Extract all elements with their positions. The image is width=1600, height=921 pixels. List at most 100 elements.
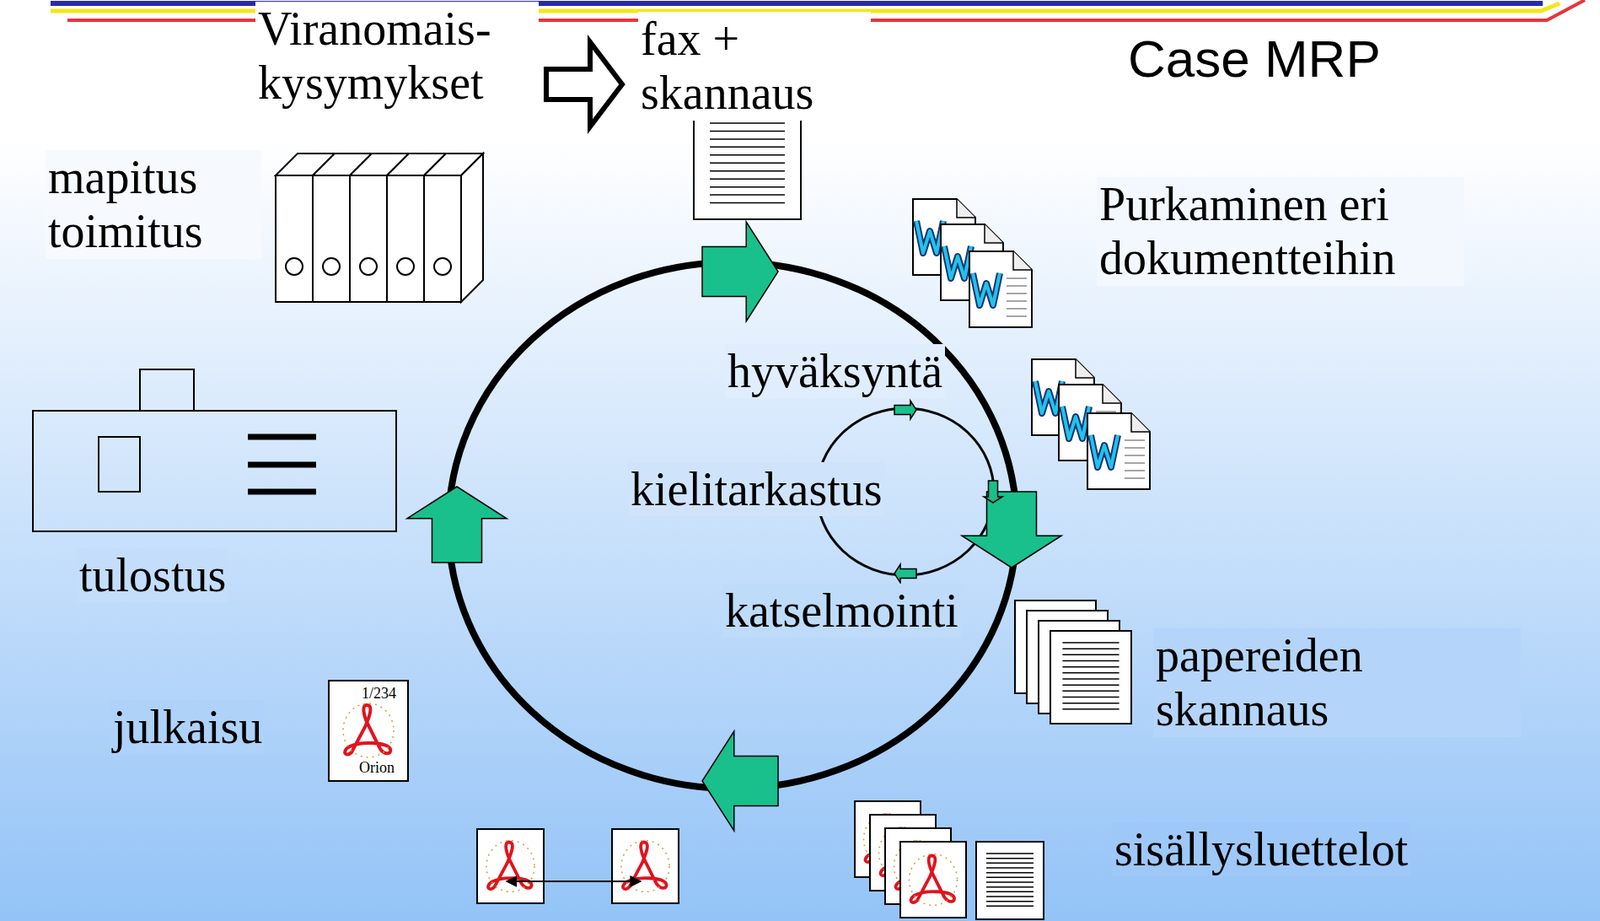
illustration-part — [1006, 307, 1027, 310]
step-label: mapitus toimitus — [45, 150, 262, 259]
illustration-part — [1062, 683, 1119, 686]
illustration-part — [1124, 446, 1145, 449]
illustration-part — [1062, 647, 1119, 650]
illustration-part — [1062, 677, 1119, 680]
illustration-part — [1062, 406, 1090, 439]
scanned-paper — [1050, 630, 1132, 724]
illustration-part — [312, 175, 350, 302]
illustration-part — [986, 885, 1034, 888]
illustration-part — [359, 257, 377, 275]
illustration-part — [1062, 690, 1119, 693]
illustration-part — [247, 434, 317, 441]
pdf-icon — [612, 828, 679, 903]
illustration-part — [709, 154, 785, 156]
flow-arrow — [407, 486, 507, 563]
illustration-part — [1062, 406, 1090, 439]
illustration-part — [986, 900, 1034, 903]
illustration-part — [709, 130, 785, 133]
illustration-part — [976, 841, 1044, 919]
illustration-part — [986, 862, 1034, 865]
illustration-part — [693, 111, 801, 220]
illustration-part — [328, 680, 409, 781]
illustration-part — [1062, 641, 1119, 644]
illustration-part — [247, 488, 317, 495]
illustration-part — [1062, 702, 1119, 704]
illustration-part — [709, 202, 785, 205]
small-flow-arrow — [894, 400, 917, 419]
pdf-icon — [477, 828, 544, 903]
flow-arrow — [702, 221, 779, 322]
illustration-part — [709, 193, 785, 196]
illustration-part — [1095, 410, 1117, 413]
step-label: fax + skannaus — [638, 11, 871, 121]
review-label: hyväksyntä — [724, 343, 945, 398]
illustration-part — [1062, 708, 1119, 710]
illustration-part — [397, 257, 414, 275]
illustration-part — [944, 246, 972, 279]
illustration-part — [461, 153, 484, 302]
illustration-part — [986, 871, 1034, 874]
page-number: 1/234 — [360, 684, 398, 703]
step-label: sisällysluettelot — [1111, 821, 1411, 876]
illustration-part — [1013, 251, 1032, 270]
illustration-part — [911, 855, 955, 903]
illustration-part — [139, 369, 194, 411]
illustration-part — [1124, 461, 1145, 464]
illustration-part — [434, 257, 452, 275]
illustration-part — [285, 257, 303, 275]
link-arrow — [515, 880, 641, 882]
illustration-part — [32, 410, 397, 532]
step-label: julkaisu — [110, 699, 265, 754]
illustration-part — [1006, 277, 1027, 280]
illustration-part — [477, 828, 544, 903]
illustration-part — [1131, 413, 1150, 432]
illustration-part — [972, 273, 1000, 306]
illustration-part — [986, 857, 1034, 860]
illustration-part — [944, 246, 972, 279]
query-label: Viranomais- kysymykset — [255, 1, 539, 111]
illustration-part — [612, 828, 679, 903]
illustration-part — [621, 840, 670, 892]
illustration-part — [1124, 469, 1145, 472]
pdf-icon — [328, 680, 409, 781]
illustration-part — [900, 841, 967, 918]
illustration-part — [709, 177, 785, 180]
illustration-part — [916, 220, 944, 253]
illustration-part — [344, 704, 391, 754]
illustration-part — [709, 162, 785, 165]
illustration-part — [709, 146, 785, 149]
illustration-part — [709, 170, 785, 172]
illustration-part — [1062, 696, 1119, 698]
illustration-part — [1062, 654, 1119, 656]
illustration-part — [1062, 660, 1119, 662]
illustration-part — [984, 224, 1004, 243]
illustration-part — [275, 175, 313, 302]
brand-label: Orion — [358, 758, 396, 777]
illustration-part — [709, 186, 785, 188]
printer — [32, 369, 397, 532]
step-label: tulostus — [76, 547, 229, 602]
illustration-part — [986, 876, 1034, 879]
illustration-part — [709, 122, 785, 124]
illustration-part — [1062, 665, 1119, 668]
illustration-part — [1062, 671, 1119, 674]
review-label: katselmointi — [722, 583, 962, 638]
small-flow-arrow — [894, 563, 917, 583]
illustration-part — [1006, 284, 1027, 287]
cycle-circle — [448, 262, 1017, 789]
illustration-part — [1102, 384, 1122, 403]
illustration-part — [1087, 413, 1150, 489]
illustration-part — [1006, 315, 1027, 317]
illustration-part — [1075, 359, 1095, 378]
flow-arrow — [961, 491, 1062, 568]
illustration-part — [1124, 454, 1145, 457]
illustration-part — [386, 175, 425, 302]
slide-title: Case MRP — [1127, 28, 1381, 89]
illustration-part — [986, 880, 1034, 883]
illustration-part — [986, 866, 1034, 869]
illustration-part — [486, 840, 535, 892]
illustration-part — [1124, 477, 1145, 479]
fax-document — [693, 111, 801, 220]
illustration-part — [1090, 434, 1118, 468]
